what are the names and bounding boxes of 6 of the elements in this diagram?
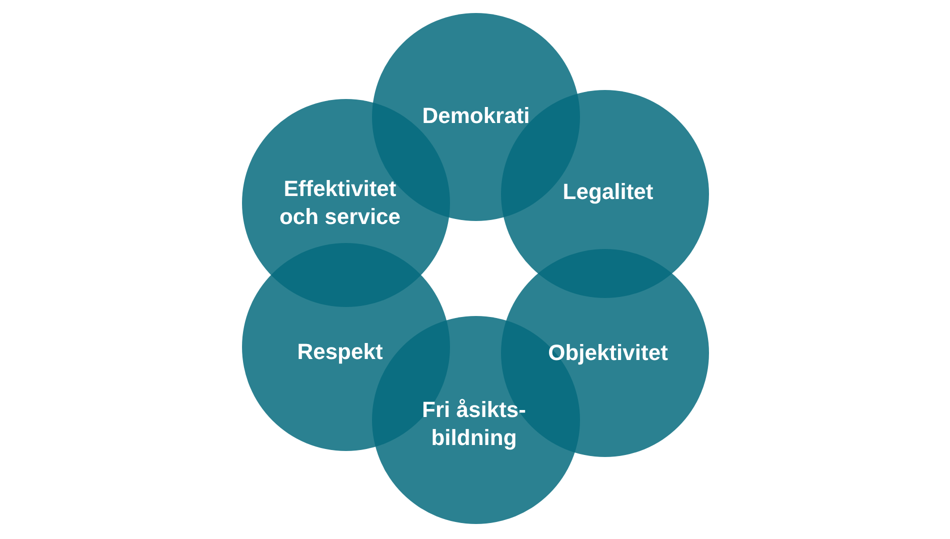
circle-label: Respekt (296, 338, 384, 366)
circle-label: Demokrati (421, 102, 531, 130)
circle-label: Effektivitet och service (278, 175, 402, 231)
circle-label: Legalitet (562, 178, 654, 206)
circle-label: Fri åsikts- bildning (421, 396, 527, 452)
circle-label: Objektivitet (547, 339, 669, 367)
